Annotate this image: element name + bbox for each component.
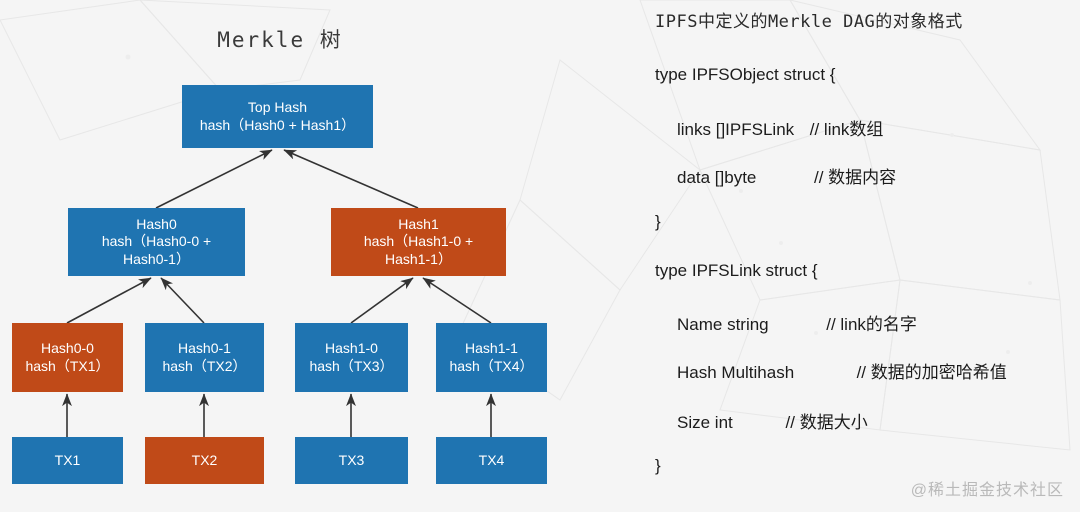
tree-node-label: TX4 <box>478 451 505 468</box>
code-text: } <box>655 456 661 475</box>
tree-node-label: hash（TX4） <box>449 357 534 374</box>
tree-node-label: hash（Hash0 + Hash1） <box>199 116 356 133</box>
edge-hash0-to-top-hash <box>155 149 273 209</box>
tree-node-label: Hash0-1 <box>178 340 231 357</box>
tree-node-tx1: TX1 <box>12 437 123 484</box>
code-line-size-field: Size int // 数据大小 <box>677 408 868 433</box>
code-comment: // 数据大小 <box>785 413 868 432</box>
tree-node-label: hash（TX1） <box>25 357 110 374</box>
tree-node-label: Hash0-1） <box>123 250 190 267</box>
code-line-name-field: Name string // link的名字 <box>677 310 917 335</box>
edge-hash0-0-to-hash0 <box>66 277 152 324</box>
tree-node-label: Hash1-1） <box>385 250 452 267</box>
tree-node-label: Hash0 <box>136 216 177 233</box>
tree-node-label: hash（Hash1-0 + <box>363 233 474 250</box>
code-text: type IPFSObject struct { <box>655 65 836 84</box>
tree-node-tx3: TX3 <box>295 437 408 484</box>
code-text: data []byte <box>677 168 757 187</box>
tree-node-label: Hash1 <box>398 216 439 233</box>
tree-node-label: Top Hash <box>247 99 308 116</box>
tree-node-label: TX1 <box>54 451 81 468</box>
tree-node-label: Hash1-0 <box>325 340 378 357</box>
tree-node-label: TX2 <box>191 451 218 468</box>
code-line-ipfsobject-open: type IPFSObject struct { <box>655 65 835 85</box>
tree-node-label: hash（TX3） <box>309 357 394 374</box>
tree-node-tx2: TX2 <box>145 437 264 484</box>
edge-hash1-to-top-hash <box>283 149 419 209</box>
code-text: Hash Multihash <box>677 363 795 382</box>
ipfs-object-format-panel: IPFS中定义的Merkle DAG的对象格式 type IPFSObject … <box>600 0 1080 512</box>
tree-edges <box>62 149 496 437</box>
edge-hash1-1-to-hash1 <box>422 277 492 324</box>
code-comment: // 数据的加密哈希值 <box>856 363 1007 382</box>
code-text: Name string <box>677 315 769 334</box>
tree-node-tx4: TX4 <box>436 437 547 484</box>
code-text: } <box>655 212 661 231</box>
code-line-hash-field: Hash Multihash // 数据的加密哈希值 <box>677 358 1007 383</box>
code-comment: // link数组 <box>809 120 884 139</box>
code-line-ipfslink-open: type IPFSLink struct { <box>655 261 818 281</box>
edge-hash1-0-to-hash1 <box>350 277 414 324</box>
tree-node-label: Hash0-0 <box>41 340 94 357</box>
code-line-ipfsobject-close: } <box>655 212 661 232</box>
code-line-data-field: data []byte // 数据内容 <box>677 163 896 188</box>
code-comment: // link的名字 <box>826 315 917 334</box>
ipfs-format-heading: IPFS中定义的Merkle DAG的对象格式 <box>655 12 963 32</box>
tree-node-label: TX3 <box>338 451 365 468</box>
edge-hash0-1-to-hash0 <box>160 277 205 324</box>
tree-node-label: hash（Hash0-0 + <box>101 233 212 250</box>
code-text: links []IPFSLink <box>677 120 795 139</box>
tree-node-label: Hash1-1 <box>465 340 518 357</box>
code-text: Size int <box>677 413 733 432</box>
code-text: type IPFSLink struct { <box>655 261 818 280</box>
site-watermark: @稀土掘金技术社区 <box>910 482 1064 499</box>
code-line-ipfslink-close: } <box>655 456 661 476</box>
code-line-links-field: links []IPFSLink // link数组 <box>677 115 883 140</box>
tree-node-label: hash（TX2） <box>162 357 247 374</box>
code-comment: // 数据内容 <box>813 168 897 187</box>
